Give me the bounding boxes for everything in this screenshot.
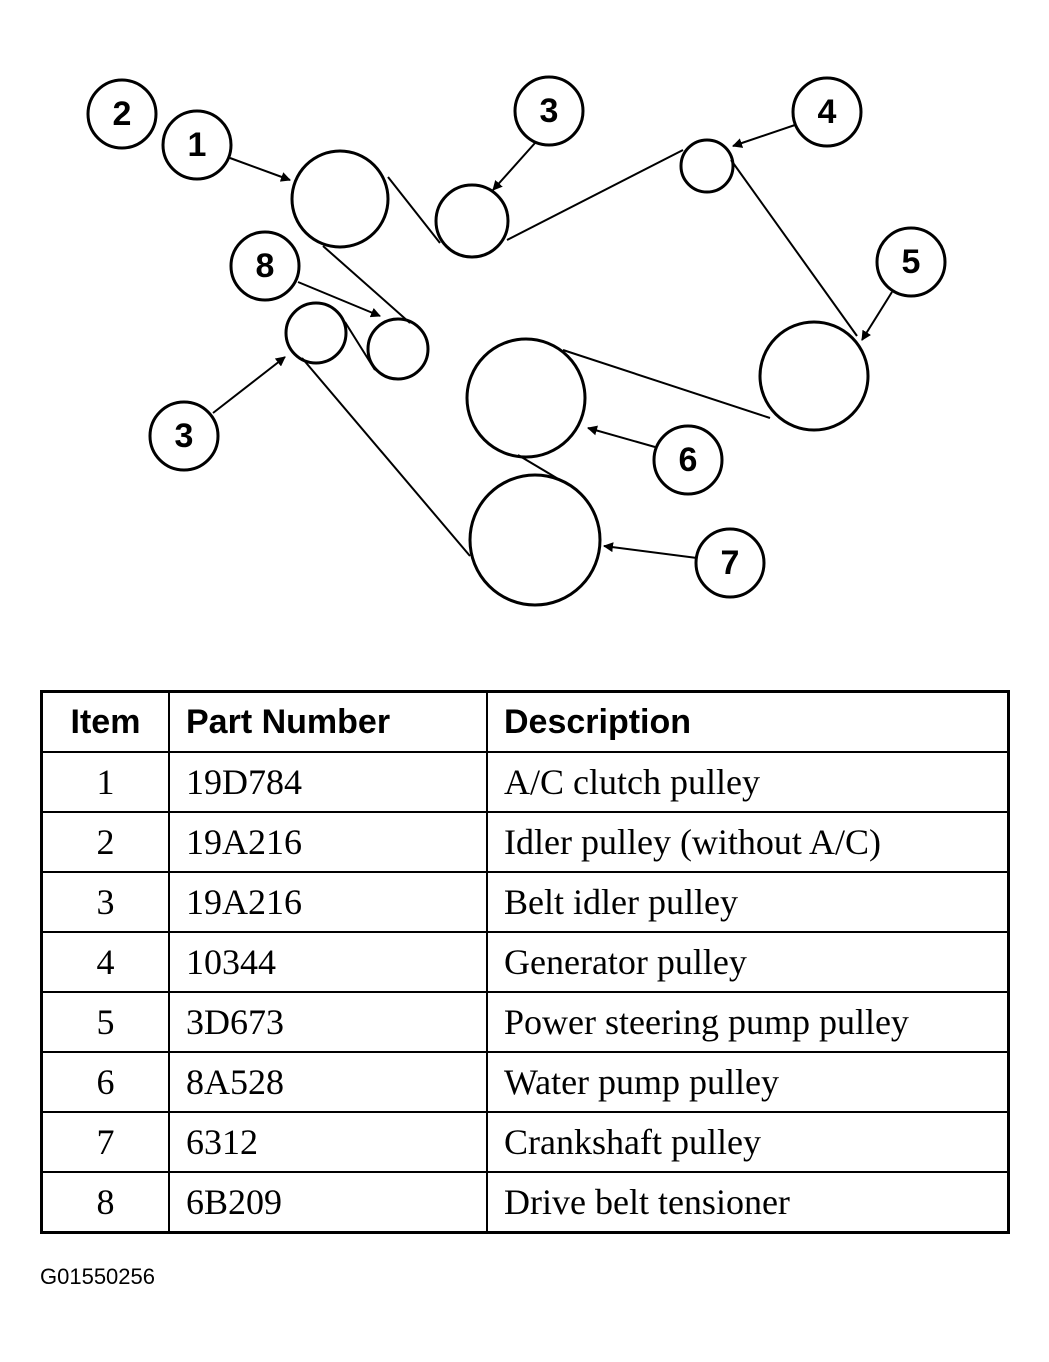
cell-item: 1 <box>40 751 170 813</box>
cell-item: 4 <box>40 931 170 993</box>
parts-table: Item Part Number Description 1 19D784 A/… <box>40 690 1010 1234</box>
cell-description: Drive belt tensioner <box>486 1171 1010 1234</box>
callout-label-3-upper: 3 <box>540 92 559 130</box>
cell-item: 8 <box>40 1171 170 1234</box>
cell-part-number: 8A528 <box>168 1051 488 1113</box>
drive-belt <box>301 149 858 557</box>
cell-part-number: 6312 <box>168 1111 488 1173</box>
cell-description: Water pump pulley <box>486 1051 1010 1113</box>
cell-item: 6 <box>40 1051 170 1113</box>
header-part-number: Part Number <box>168 690 488 753</box>
callout-label-5: 5 <box>902 243 921 281</box>
leader-arrow-5 <box>861 291 893 341</box>
table-row: 8 6B209 Drive belt tensioner <box>40 1171 1010 1234</box>
callout-label-3-lower: 3 <box>175 417 194 455</box>
pulley-belt-idler-lower <box>284 301 348 365</box>
pulley-generator <box>679 138 735 194</box>
pulley-tensioner <box>366 317 430 381</box>
table-row: 3 19A216 Belt idler pulley <box>40 871 1010 933</box>
table-row: 6 8A528 Water pump pulley <box>40 1051 1010 1113</box>
pulley-ac-clutch <box>290 149 390 249</box>
cell-part-number: 6B209 <box>168 1171 488 1234</box>
cell-part-number: 10344 <box>168 931 488 993</box>
leader-arrow-6 <box>587 425 656 448</box>
leader-arrow-8 <box>297 281 381 318</box>
callout-bubble-3-lower <box>148 400 220 472</box>
cell-description: Power steering pump pulley <box>486 991 1010 1053</box>
cell-description: Belt idler pulley <box>486 871 1010 933</box>
leader-arrow-1 <box>229 157 291 182</box>
cell-item: 5 <box>40 991 170 1053</box>
leader-arrow-7 <box>603 542 698 559</box>
cell-item: 7 <box>40 1111 170 1173</box>
cell-item: 2 <box>40 811 170 873</box>
callout-label-7: 7 <box>721 544 740 582</box>
cell-description: Idler pulley (without A/C) <box>486 811 1010 873</box>
cell-part-number: 3D673 <box>168 991 488 1053</box>
pulley-crankshaft <box>468 473 602 607</box>
callout-bubble-7 <box>694 527 766 599</box>
cell-part-number: 19A216 <box>168 811 488 873</box>
figure-code: G01550256 <box>40 1264 155 1289</box>
header-description: Description <box>486 690 1010 753</box>
cell-part-number: 19A216 <box>168 871 488 933</box>
callout-bubble-8 <box>229 230 301 302</box>
callout-bubble-3-upper <box>513 75 585 147</box>
leader-arrow-4 <box>732 124 796 148</box>
table-row: 4 10344 Generator pulley <box>40 931 1010 993</box>
callout-label-4: 4 <box>818 93 837 131</box>
table-row: 1 19D784 A/C clutch pulley <box>40 751 1010 813</box>
callout-label-8: 8 <box>256 247 275 285</box>
callout-label-6: 6 <box>679 441 698 479</box>
table-row: 2 19A216 Idler pulley (without A/C) <box>40 811 1010 873</box>
belt-routing-diagram: 2 1 3 4 5 8 3 6 7 <box>86 75 947 607</box>
pulley-power-steering <box>758 320 870 432</box>
callout-bubble-4 <box>791 76 863 148</box>
pulley-belt-idler-upper <box>434 183 510 259</box>
cell-item: 3 <box>40 871 170 933</box>
header-item: Item <box>40 690 170 753</box>
callout-label-2: 2 <box>113 95 132 133</box>
callout-bubble-5 <box>875 226 947 298</box>
cell-part-number: 19D784 <box>168 751 488 813</box>
callout-label-1: 1 <box>188 126 207 164</box>
table-header-row: Item Part Number Description <box>40 690 1010 753</box>
callout-bubble-2 <box>86 78 158 150</box>
cell-description: Generator pulley <box>486 931 1010 993</box>
leader-arrow-3-upper <box>492 142 536 191</box>
pulley-water-pump <box>465 337 587 459</box>
table-row: 5 3D673 Power steering pump pulley <box>40 991 1010 1053</box>
table-row: 7 6312 Crankshaft pulley <box>40 1111 1010 1173</box>
callout-bubble-1 <box>161 109 233 181</box>
leader-arrow-3-lower <box>212 356 286 414</box>
cell-description: Crankshaft pulley <box>486 1111 1010 1173</box>
callout-bubble-6 <box>652 424 724 496</box>
cell-description: A/C clutch pulley <box>486 751 1010 813</box>
